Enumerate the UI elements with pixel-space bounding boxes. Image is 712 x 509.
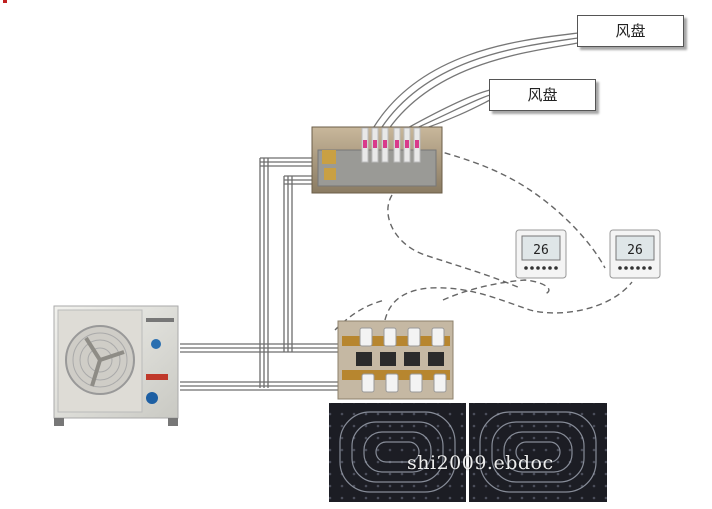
corner-mark: [3, 0, 7, 3]
fan-coil-manifold: [311, 126, 443, 194]
floor-heating-manifold: [337, 320, 454, 400]
thermostat-right-display: 26: [627, 243, 643, 258]
thermostat-left: 26: [515, 229, 567, 279]
watermark-text: shi2009.ebdoc: [407, 452, 554, 474]
floor-heating-panel-right: [469, 403, 607, 502]
pipe-network: [180, 157, 340, 391]
outdoor-heat-pump-unit: [53, 305, 179, 426]
thermostat-right: 26: [609, 229, 661, 279]
fan-coil-label-1: 风盘: [577, 15, 684, 47]
thermostat-left-display: 26: [533, 243, 549, 258]
fan-coil-label-2: 风盘: [489, 79, 596, 111]
floor-heating-panel-left: [329, 403, 466, 502]
